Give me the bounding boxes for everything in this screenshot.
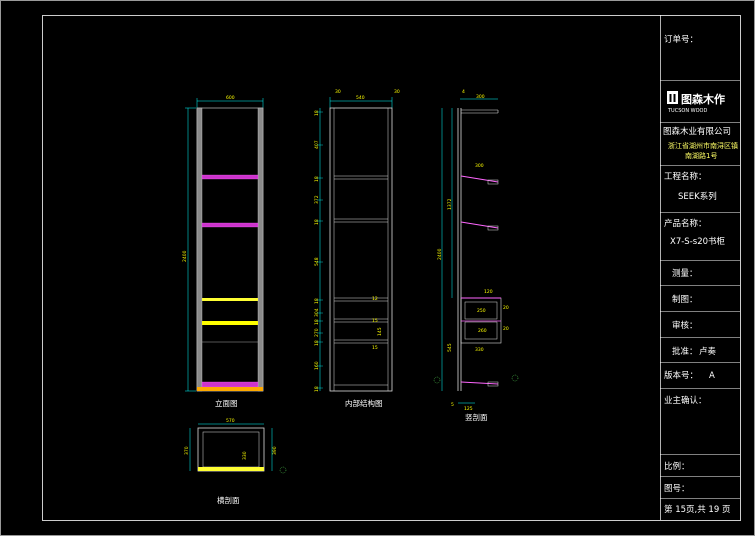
inner-right-dim: 30: [394, 89, 400, 95]
front-elevation-view: 600 2400 立面图: [182, 95, 264, 408]
plan-view-label: 横剖面: [217, 495, 240, 505]
front-view-label: 立面图: [215, 398, 238, 408]
side-bottom-w: 330: [475, 347, 484, 353]
side-base-l: 5: [451, 402, 454, 408]
side-drawer-h1: 20: [503, 305, 509, 311]
side-base-dim: 125: [464, 406, 473, 412]
side-drawer-h2: 20: [503, 326, 509, 332]
company-name: 图森木业有限公司: [663, 126, 731, 137]
plan-side-dim: 390: [272, 446, 278, 455]
inner-chain-dim: 18: [314, 340, 320, 346]
measure-label: 测量：: [672, 269, 698, 279]
front-height-dim: 2400: [182, 250, 188, 262]
project-value: SEEK系列: [678, 191, 717, 202]
side-drawer-w: 120: [484, 289, 493, 295]
logo-cn: 图森木作: [681, 92, 725, 106]
inner-view-label: 内部结构图: [345, 398, 383, 408]
inner-small-4: 15: [372, 345, 378, 351]
side-height-b: 2400: [437, 248, 443, 260]
side-drawer-b: 260: [478, 328, 487, 334]
owner-label: 业主确认：: [664, 395, 707, 406]
inner-chain-dim: 548: [314, 257, 320, 266]
drawing-frame: [42, 15, 741, 521]
tucson-wood-logo: 图森木作 TUCSON WOOD: [667, 91, 725, 114]
inner-chain-dim: 372: [314, 195, 320, 204]
side-left-dim: 4: [462, 89, 465, 95]
side-drawer-a: 250: [477, 308, 486, 314]
company-address-1: 浙江省湖州市南浔区镇: [668, 141, 738, 150]
side-top-dim: 300: [476, 94, 485, 100]
inner-chain-dim: 304: [314, 308, 320, 317]
order-no-label: 订单号：: [664, 34, 698, 45]
approve-label: 批准：: [672, 346, 698, 357]
side-height-a: 1372: [447, 198, 453, 210]
title-block: 订单号： 图森木作 TUCSON WOOD 图森木业有限公司 浙江省湖州市南浔区…: [660, 15, 740, 520]
plan-section-view: 570 370 330 390 横剖面: [184, 418, 287, 505]
inner-chain-dim: 18: [314, 219, 320, 225]
version-value: A: [709, 371, 715, 381]
inner-chain-dim: 18: [314, 110, 320, 116]
inner-chain-dim: 407: [314, 140, 320, 149]
inner-small-2: 15: [372, 318, 378, 324]
draw-label: 制图：: [672, 294, 698, 305]
drawing-no-label: 图号：: [664, 484, 690, 494]
product-value: X7-S-s20书柜: [670, 236, 726, 247]
inner-chain-dim: 160: [314, 361, 320, 370]
version-label: 版本号：: [664, 370, 698, 381]
side-view-label: 竖剖面: [465, 412, 488, 422]
inner-chain-dim: 270: [314, 328, 320, 337]
inner-chain-dim: 18: [314, 319, 320, 325]
plan-width-dim: 570: [226, 418, 235, 424]
plan-inner-dim: 330: [242, 451, 248, 460]
page-info: 第 15页,共 19 页: [664, 504, 730, 515]
side-shelf-dim: 300: [475, 163, 484, 169]
inner-chain-dim: 18: [314, 298, 320, 304]
inner-left-dim: 30: [335, 89, 341, 95]
approve-value: 卢奏: [699, 346, 717, 357]
scale-label: 比例：: [664, 461, 690, 472]
front-width-dim: 600: [226, 95, 235, 101]
inner-structure-view: 540 30 30 18 407 18 372 18 548 18 304 18 270 18 160…: [314, 89, 400, 408]
side-height-c: 545: [447, 343, 453, 352]
company-address-2: 南湖路1号: [685, 151, 717, 160]
inner-small-1: 12: [372, 296, 378, 302]
project-label: 工程名称：: [664, 171, 707, 182]
plan-depth-dim: 370: [184, 446, 190, 455]
inner-small-3: 145: [377, 327, 383, 336]
review-label: 审核：: [672, 320, 698, 331]
inner-dim-chain: 18 407 18 372 18 548 18 304 18 270 18 160 18: [314, 110, 323, 392]
product-label: 产品名称：: [664, 218, 707, 229]
logo-en: TUCSON WOOD: [667, 108, 707, 114]
inner-chain-dim: 18: [314, 386, 320, 392]
side-section-view: 300 4 300 120 250 260 20 20 330 125 5: [433, 89, 519, 422]
inner-chain-dim: 18: [314, 176, 320, 182]
inner-width-dim: 540: [356, 95, 365, 101]
